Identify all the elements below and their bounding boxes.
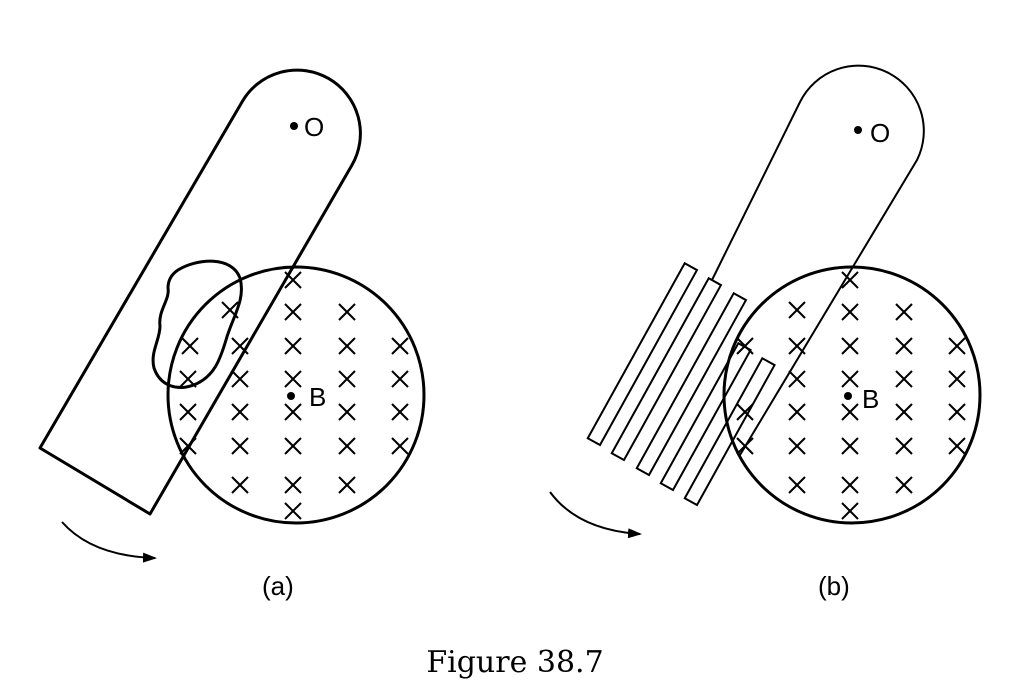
cross-icon: [895, 303, 913, 321]
plate-finger: [610, 276, 723, 462]
pivot-label: O: [870, 118, 890, 148]
figure-caption: Figure 38.7: [426, 645, 603, 680]
cross-icon: [284, 337, 302, 355]
plate-finger: [635, 291, 748, 477]
panel-a: O B (a): [38, 68, 426, 601]
cross-icon: [338, 370, 356, 388]
cross-icon: [736, 337, 754, 355]
plate-finger: [683, 356, 776, 507]
cross-icon: [231, 370, 249, 388]
field-label: B: [862, 384, 879, 414]
pivot-point: [854, 126, 862, 134]
cross-icon: [284, 476, 302, 494]
cross-icon: [284, 403, 302, 421]
pendulum-plate: [38, 68, 362, 516]
cross-icon: [181, 337, 199, 355]
pivot-label: O: [304, 112, 324, 142]
cross-icon: [338, 303, 356, 321]
cross-icon: [841, 403, 859, 421]
cross-icon: [841, 370, 859, 388]
magnetic-field-region: [722, 265, 982, 525]
cross-icon: [895, 370, 913, 388]
cross-icon: [841, 502, 859, 520]
cross-icon: [788, 301, 806, 319]
cross-icon: [284, 303, 302, 321]
cross-icon: [231, 476, 249, 494]
cross-icon: [284, 370, 302, 388]
cross-icon: [179, 403, 197, 421]
panel-b-caption: (b): [818, 571, 850, 601]
cross-icon: [284, 271, 302, 289]
cross-icon: [231, 337, 249, 355]
cross-icon: [338, 437, 356, 455]
cross-icon: [948, 403, 966, 421]
cross-icon: [895, 337, 913, 355]
cross-icon: [788, 476, 806, 494]
cross-icon: [788, 403, 806, 421]
cross-icon: [179, 437, 197, 455]
cross-icon: [736, 437, 754, 455]
cross-icon: [841, 437, 859, 455]
cross-icon: [841, 271, 859, 289]
cross-icon: [338, 337, 356, 355]
cross-icon: [948, 337, 966, 355]
panel-b: O B (b): [549, 64, 982, 601]
field-label: B: [309, 382, 326, 412]
cross-icon: [221, 301, 239, 319]
magnetic-field-region: [166, 265, 426, 525]
pivot-point: [290, 122, 298, 130]
cross-icon: [841, 476, 859, 494]
cross-icon: [788, 370, 806, 388]
field-center-point: [287, 392, 295, 400]
cross-icon: [391, 403, 409, 421]
cross-icon: [895, 476, 913, 494]
plate-finger: [659, 341, 752, 492]
field-center-point: [844, 392, 852, 400]
cross-icon: [391, 370, 409, 388]
cross-icon: [338, 476, 356, 494]
cross-icon: [948, 370, 966, 388]
cross-icon: [736, 403, 754, 421]
cross-icon: [841, 337, 859, 355]
curved-arrow-icon: [549, 491, 642, 539]
field-crosses: [179, 271, 409, 520]
panel-a-caption: (a): [262, 571, 294, 601]
cross-icon: [338, 403, 356, 421]
cross-icon: [895, 403, 913, 421]
cross-icon: [788, 337, 806, 355]
cross-icon: [284, 437, 302, 455]
cross-icon: [179, 370, 197, 388]
cross-icon: [841, 303, 859, 321]
eddy-current-loop: [151, 259, 243, 389]
plate-finger: [586, 261, 699, 447]
cross-icon: [391, 337, 409, 355]
cross-icon: [231, 437, 249, 455]
plate-slots: [586, 261, 776, 507]
cross-icon: [391, 437, 409, 455]
cross-icon: [948, 437, 966, 455]
cross-icon: [895, 437, 913, 455]
cross-icon: [284, 502, 302, 520]
field-crosses: [736, 271, 966, 520]
curved-arrow-icon: [61, 521, 157, 563]
slotted-pendulum-plate: [711, 64, 925, 456]
cross-icon: [788, 437, 806, 455]
cross-icon: [231, 403, 249, 421]
